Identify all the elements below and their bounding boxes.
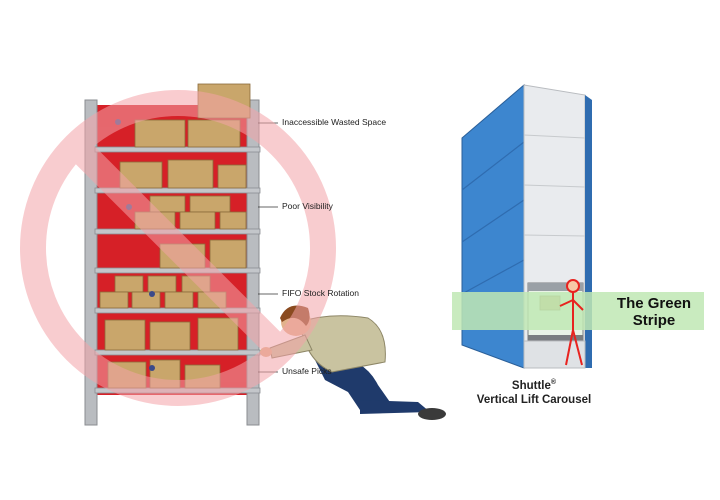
green-stripe-line1: The Green	[616, 295, 692, 312]
product-caption: Shuttle® Vertical Lift Carousel	[454, 376, 614, 407]
callout-wasted-space: Inaccessible Wasted Space	[282, 117, 387, 127]
callout-fifo: FIFO Stock Rotation	[282, 288, 359, 298]
no-symbol-icon	[20, 90, 336, 406]
product-name: Shuttle®	[511, 379, 557, 392]
green-stripe-line2: Stripe	[632, 312, 676, 329]
product-subtitle: Vertical Lift Carousel	[476, 393, 592, 406]
trademark-mark: ®	[550, 379, 557, 386]
green-stripe-band	[452, 292, 704, 330]
callout-unsafe-picks: Unsafe Picks	[282, 366, 332, 376]
green-stripe-label: The Green Stripe	[604, 295, 704, 329]
callout-poor-visibility: Poor Visibility	[282, 201, 333, 211]
standing-operator-icon	[559, 279, 584, 366]
